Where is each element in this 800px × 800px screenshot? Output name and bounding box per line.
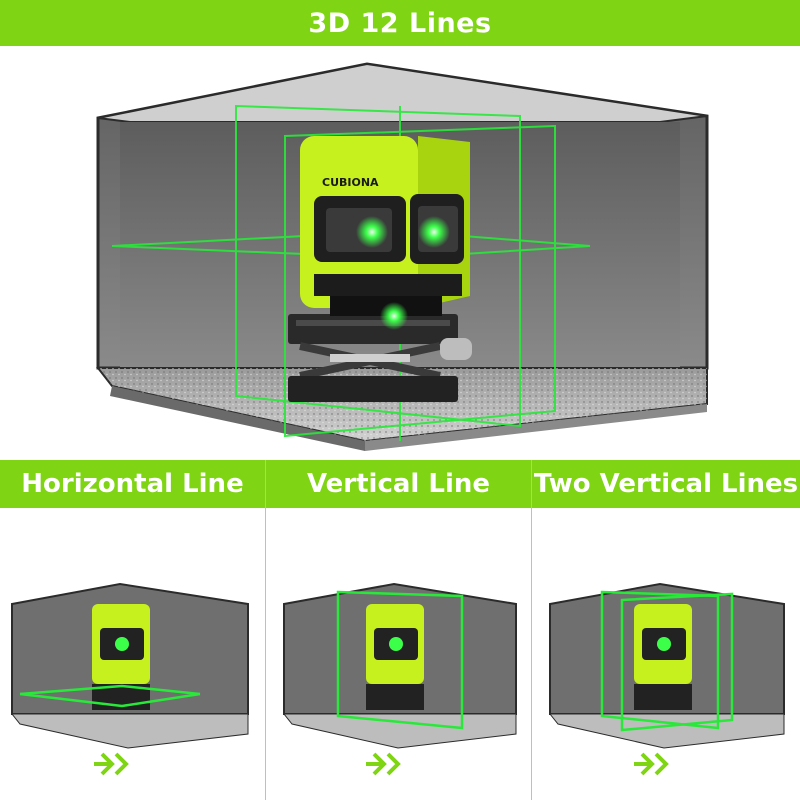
panel-header: Vertical Line [266, 460, 531, 508]
panel-title: Two Vertical Lines [533, 469, 799, 499]
double-chevron-right-icon [94, 752, 129, 776]
room-ceiling [97, 62, 708, 123]
horizontal-line-scene [10, 582, 249, 776]
hero-illustration: CUBIONA [0, 46, 800, 458]
panel-divider [265, 460, 266, 800]
svg-text:CUBIONA: CUBIONA [322, 176, 379, 189]
double-chevron-right-icon [366, 752, 401, 776]
panel-illustration [532, 508, 800, 800]
lift-stand [288, 314, 472, 402]
panel-horizontal-line: Horizontal Line [0, 460, 265, 800]
panel-divider [531, 460, 532, 800]
two-vertical-lines-scene [548, 582, 785, 776]
top-banner: 3D 12 Lines [0, 0, 800, 46]
panel-header: Two Vertical Lines [532, 460, 800, 508]
panel-two-vertical-lines: Two Vertical Lines [532, 460, 800, 800]
panel-illustration [266, 508, 531, 800]
double-chevron-right-icon [634, 752, 669, 776]
vertical-line-scene [282, 582, 517, 776]
laser-level-device: CUBIONA [300, 136, 470, 330]
panel-header: Horizontal Line [0, 460, 265, 508]
panel-vertical-line: Vertical Line [266, 460, 531, 800]
laser-level-room-scene: CUBIONA [95, 62, 709, 451]
panel-title: Horizontal Line [21, 469, 244, 499]
panel-title: Vertical Line [306, 469, 491, 499]
panel-illustration [0, 508, 265, 800]
banner-title: 3D 12 Lines [308, 7, 492, 39]
